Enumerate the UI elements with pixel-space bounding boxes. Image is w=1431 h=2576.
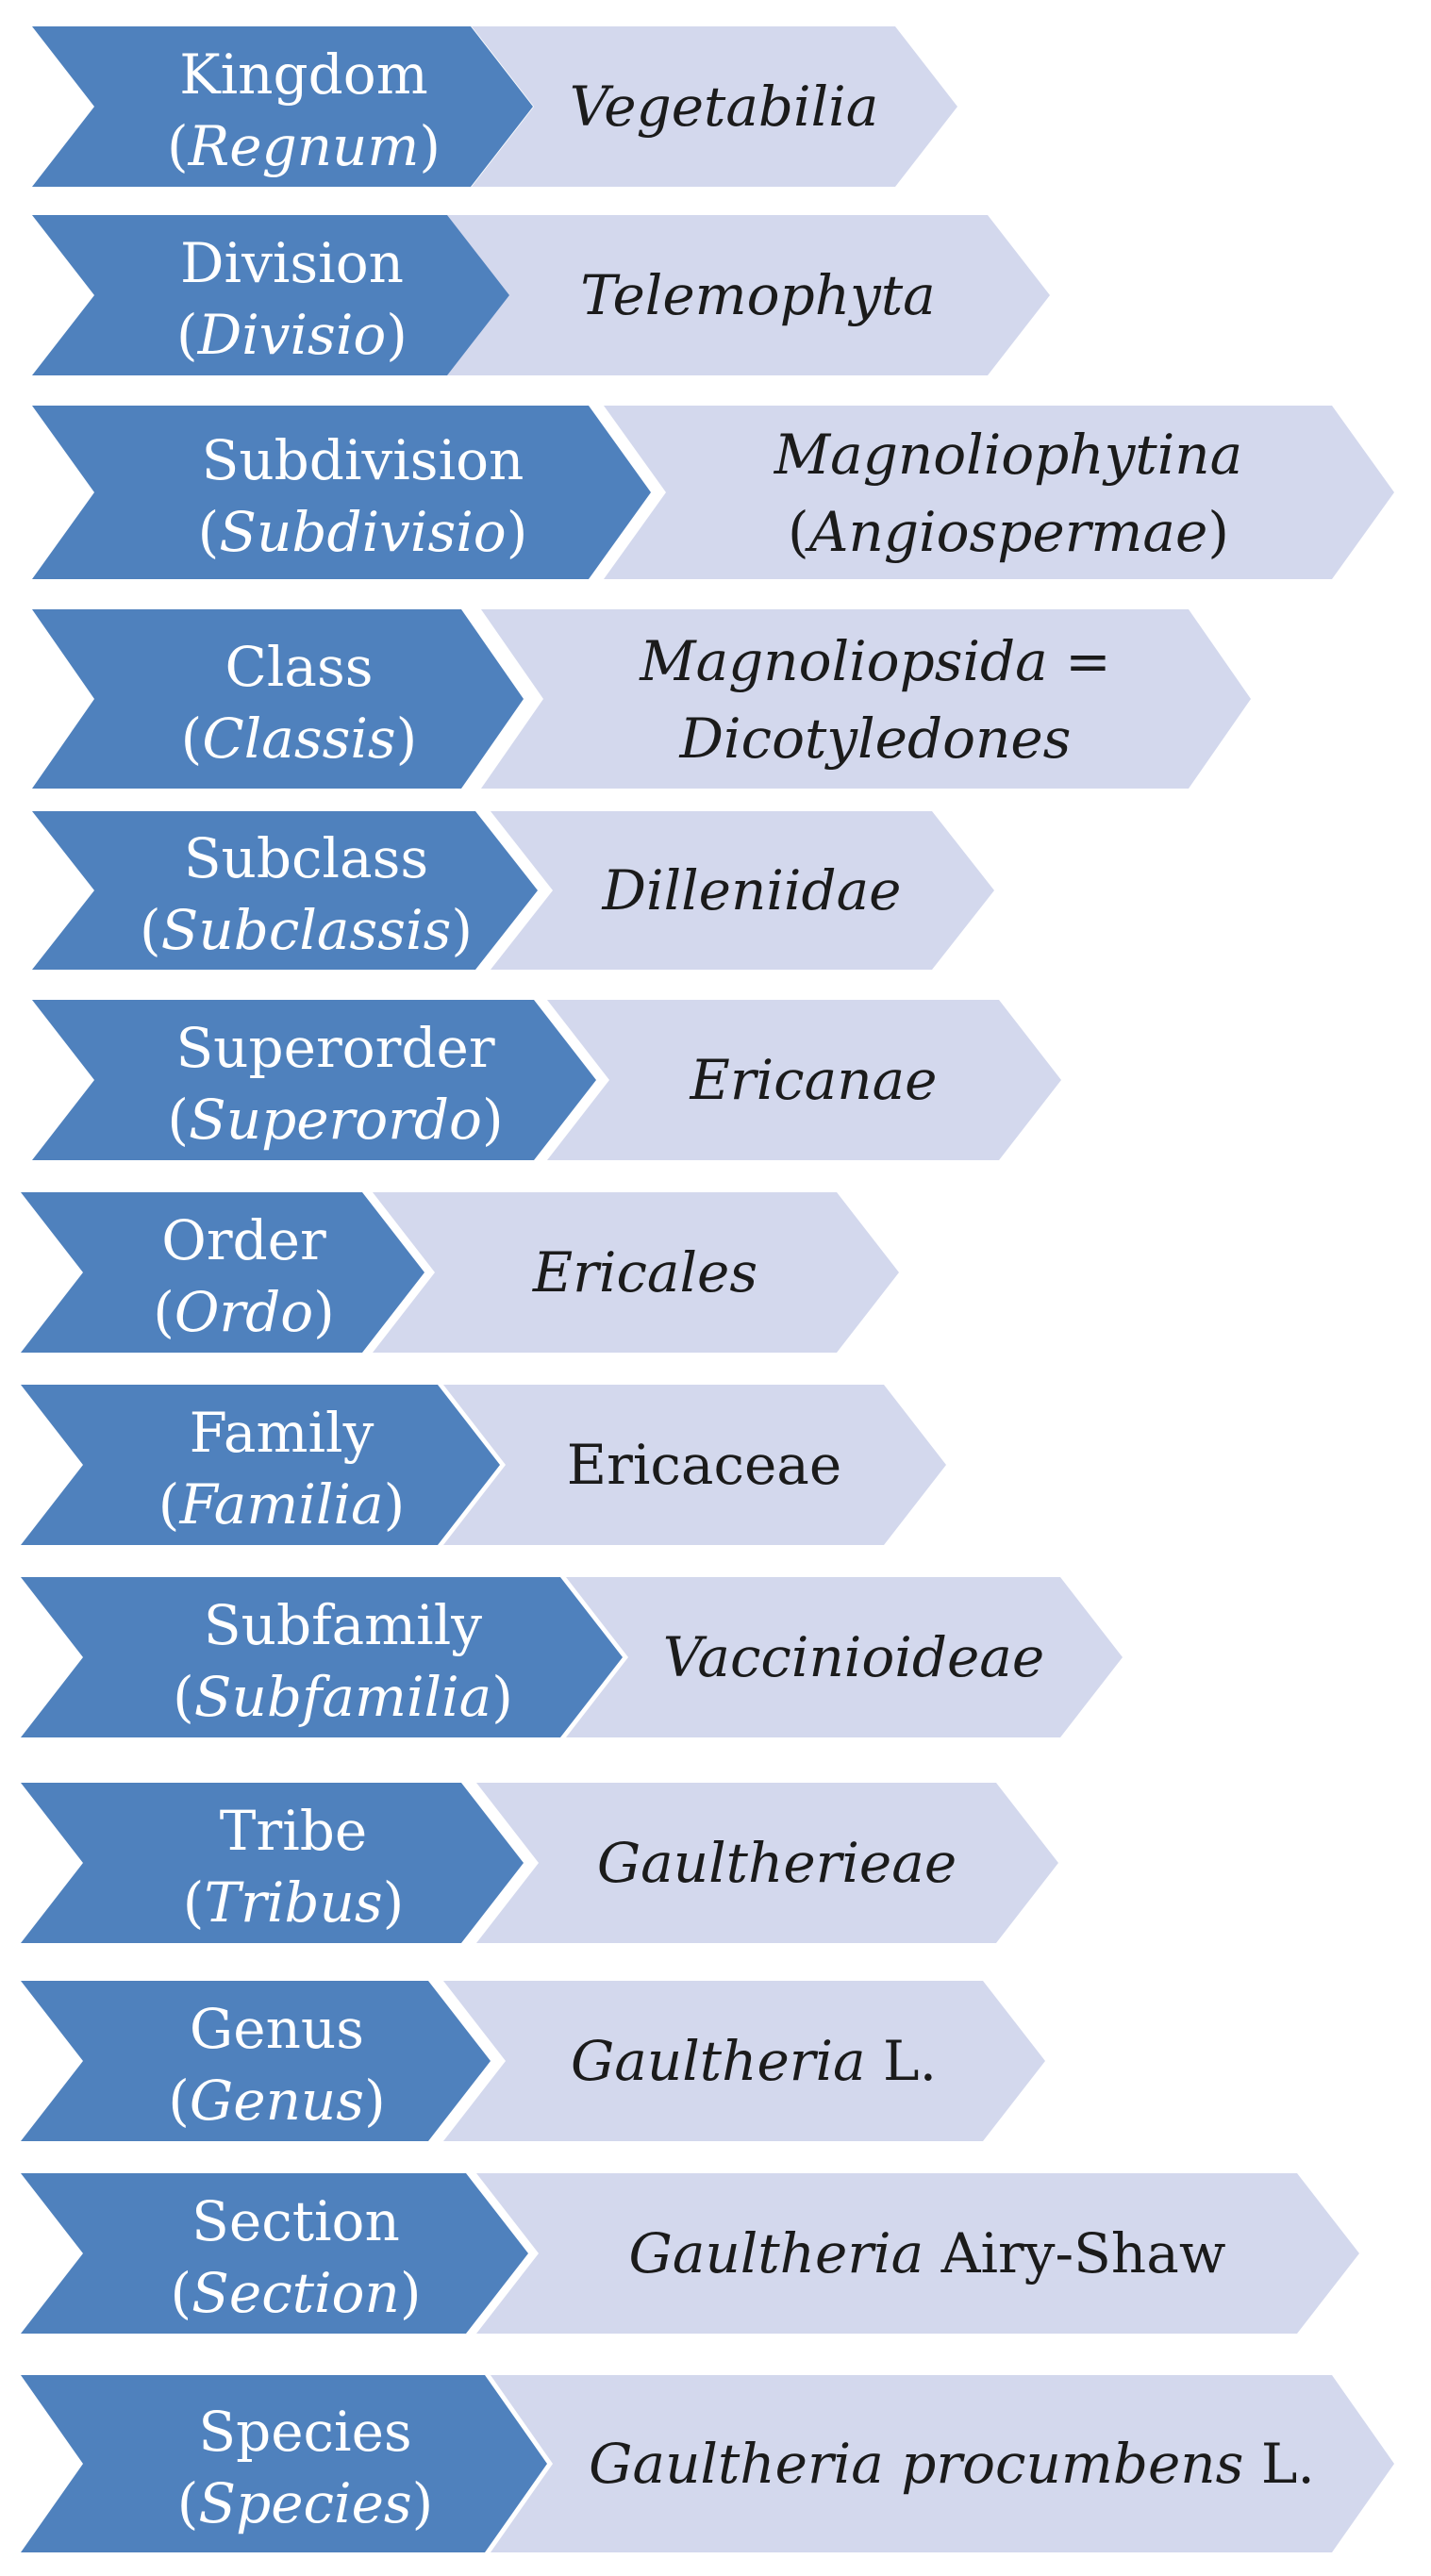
rank-latin-label: (Divisio) bbox=[176, 303, 408, 367]
taxonomy-row-subdivision: Subdivision (Subdivisio) Magnoliophytina (A… bbox=[32, 406, 1394, 579]
rank-chevron-kingdom bbox=[32, 26, 533, 187]
rank-label: Family bbox=[190, 1401, 374, 1465]
rank-latin-label: (Familia) bbox=[158, 1472, 405, 1537]
taxon-chevron-genus bbox=[443, 1981, 1045, 2141]
taxonomy-row-superorder: Superorder (Superordo) Ericanae bbox=[32, 1000, 1061, 1160]
taxonomy-row-tribe: Tribe (Tribus) Gaultherieae bbox=[21, 1783, 1058, 1943]
rank-chevron-subclass bbox=[32, 811, 538, 970]
rank-latin-label: (Classis) bbox=[181, 706, 418, 771]
taxonomy-row-division: Division (Divisio) Telemophyta bbox=[32, 215, 1050, 375]
rank-label: Subfamily bbox=[204, 1593, 482, 1657]
rank-label: Species bbox=[198, 2400, 411, 2464]
taxonomy-row-family: Family (Familia) Ericaceae bbox=[21, 1385, 946, 1545]
rank-chevron-subfamily bbox=[21, 1577, 623, 1737]
taxon-chevron-order bbox=[373, 1192, 899, 1353]
taxon-chevron-division bbox=[443, 215, 1050, 375]
taxon-name-line: Magnoliophytina bbox=[774, 423, 1242, 487]
rank-chevron-division bbox=[32, 215, 509, 375]
rank-label: Order bbox=[161, 1208, 326, 1272]
taxonomy-row-class: Class (Classis) Magnoliopsida = Dicotyledon… bbox=[32, 609, 1251, 789]
taxonomy-row-species: Species (Species) Gaultheria procumbens L. bbox=[21, 2375, 1394, 2552]
taxon-chevron-subclass bbox=[491, 811, 994, 970]
taxon-chevron-tribe bbox=[476, 1783, 1058, 1943]
rank-latin-label: (Superordo) bbox=[167, 1088, 503, 1152]
rank-label: Genus bbox=[190, 1997, 364, 2061]
taxon-chevron-kingdom bbox=[472, 26, 957, 187]
rank-chevron-family bbox=[21, 1385, 500, 1545]
rank-chevron-section bbox=[21, 2173, 528, 2334]
rank-chevron-subdivision bbox=[32, 406, 651, 579]
rank-label: Class bbox=[225, 635, 373, 699]
taxon-chevron-family bbox=[443, 1385, 946, 1545]
rank-chevron-species bbox=[21, 2375, 547, 2552]
taxonomy-row-genus: Genus (Genus) Gaultheria L. bbox=[21, 1981, 1045, 2141]
rank-latin-label: (Tribus) bbox=[183, 1870, 405, 1935]
taxonomy-row-kingdom: Kingdom (Regnum) Vegetabilia bbox=[32, 26, 957, 187]
rank-latin-label: (Genus) bbox=[168, 2069, 385, 2133]
rank-latin-label: (Section) bbox=[171, 2261, 422, 2325]
taxon-chevron-superorder bbox=[547, 1000, 1061, 1160]
taxon-name-line: Gaultheria procumbens L. bbox=[589, 2432, 1315, 2496]
taxon-name-line: (Angiospermae) bbox=[788, 500, 1229, 564]
rank-chevron-tribe bbox=[21, 1783, 524, 1943]
rank-label: Division bbox=[180, 231, 404, 295]
rank-label: Subclass bbox=[184, 826, 428, 890]
taxonomy-row-section: Section (Section) Gaultheria Airy-Shaw bbox=[21, 2173, 1359, 2334]
taxon-name-line: Magnoliopsida = bbox=[639, 629, 1111, 693]
taxon-name-line: Gaultheria L. bbox=[571, 2029, 937, 2093]
rank-label: Superorder bbox=[175, 1016, 494, 1080]
taxon-name-line: Ericales bbox=[532, 1240, 757, 1305]
rank-chevron-genus bbox=[21, 1981, 491, 2141]
rank-latin-label: (Species) bbox=[177, 2471, 434, 2535]
rank-label: Subdivision bbox=[202, 428, 524, 492]
taxon-name-line: Ericaceae bbox=[567, 1433, 841, 1497]
taxon-name-line: Vaccinioideae bbox=[663, 1625, 1044, 1689]
rank-label: Tribe bbox=[220, 1799, 367, 1863]
taxonomy-row-subclass: Subclass (Subclassis) Dilleniidae bbox=[32, 811, 994, 970]
taxon-chevron-section bbox=[476, 2173, 1359, 2334]
taxon-name-line: Telemophyta bbox=[580, 263, 935, 327]
rank-chevron-order bbox=[21, 1192, 424, 1353]
rank-latin-label: (Subdivisio) bbox=[198, 500, 528, 564]
taxon-name-line: Gaultherieae bbox=[597, 1831, 957, 1895]
taxonomy-row-subfamily: Subfamily (Subfamilia) Vaccinioideae bbox=[21, 1577, 1123, 1737]
taxon-name-line: Vegetabilia bbox=[570, 75, 879, 139]
taxon-chevron-class bbox=[481, 609, 1251, 789]
taxon-chevron-species bbox=[491, 2375, 1394, 2552]
taxon-chevron-subfamily bbox=[566, 1577, 1123, 1737]
rank-latin-label: (Subclassis) bbox=[140, 898, 473, 962]
taxon-name-line: Dicotyledones bbox=[679, 706, 1072, 771]
rank-latin-label: (Subfamilia) bbox=[173, 1665, 513, 1729]
taxonomy-row-order: Order (Ordo) Ericales bbox=[21, 1192, 899, 1353]
rank-label: Kingdom bbox=[179, 42, 427, 107]
taxon-chevron-subdivision bbox=[604, 406, 1394, 579]
rank-latin-label: (Ordo) bbox=[153, 1280, 335, 1344]
taxon-name-line: Ericanae bbox=[690, 1048, 938, 1112]
taxon-name-line: Gaultheria Airy-Shaw bbox=[629, 2221, 1226, 2285]
rank-label: Section bbox=[191, 2189, 400, 2253]
taxon-name-line: Dilleniidae bbox=[602, 858, 902, 922]
rank-chevron-superorder bbox=[32, 1000, 596, 1160]
rank-chevron-class bbox=[32, 609, 524, 789]
rank-latin-label: (Regnum) bbox=[167, 114, 441, 178]
